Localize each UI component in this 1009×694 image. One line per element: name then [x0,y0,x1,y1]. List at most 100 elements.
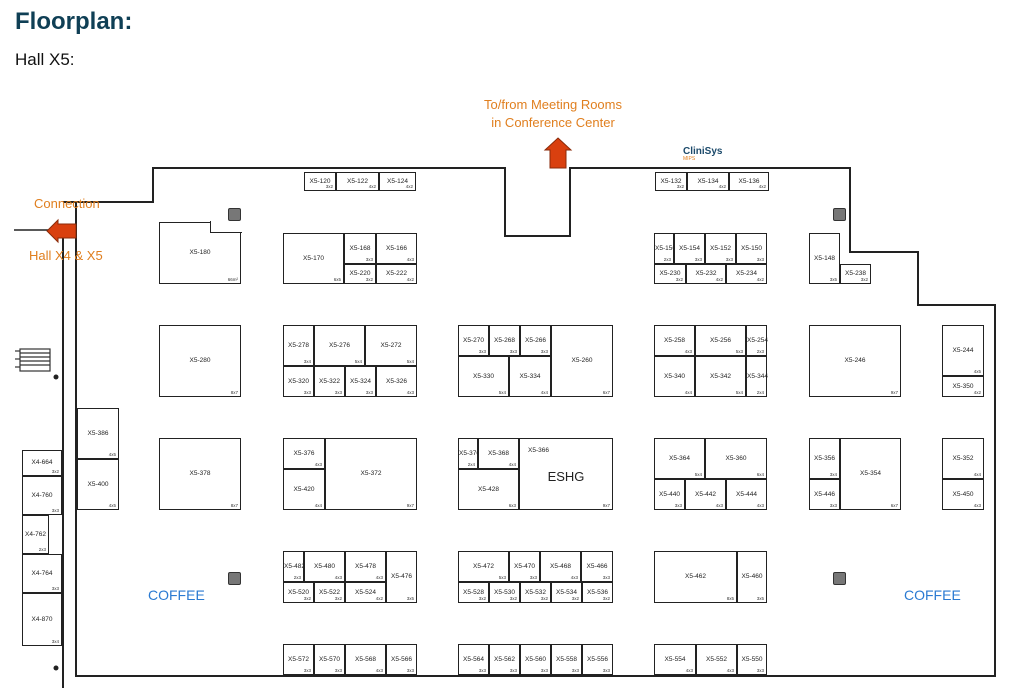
booth-size: 4x2 [405,184,413,189]
